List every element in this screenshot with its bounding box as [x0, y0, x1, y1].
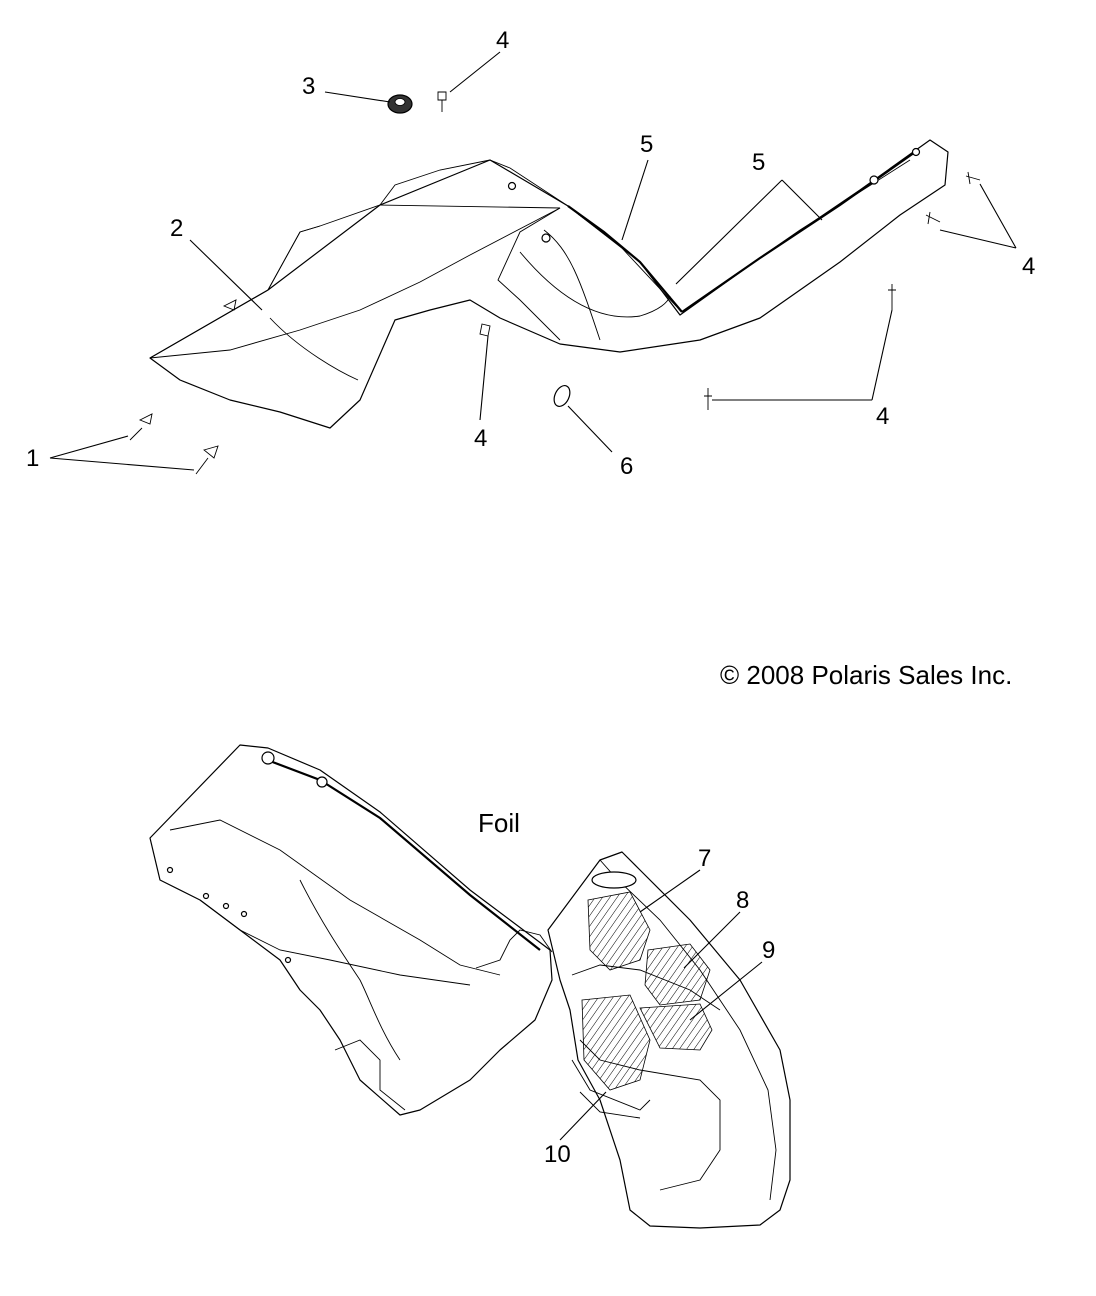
foil-9 [639, 1003, 713, 1051]
leader-lines-bottom [559, 869, 763, 1141]
callout-4-right: 4 [1022, 253, 1035, 280]
foil-7 [587, 891, 651, 971]
left-fender [149, 744, 553, 1116]
push-rivet [129, 91, 981, 475]
leader-lines-top [49, 51, 1017, 471]
foil-8 [644, 943, 711, 1006]
callout-7: 7 [698, 845, 711, 872]
callout-8: 8 [736, 887, 749, 914]
callout-4-bottom-right: 4 [876, 403, 889, 430]
callout-5-left: 5 [640, 131, 653, 158]
callout-4-top: 4 [496, 27, 509, 54]
grommet [553, 385, 571, 407]
nut [387, 94, 413, 114]
callout-6: 6 [620, 453, 633, 480]
copyright-notice: © 2008 Polaris Sales Inc. [720, 660, 1013, 690]
fender-shell [149, 139, 949, 429]
callout-4-center: 4 [474, 425, 487, 452]
callout-1: 1 [26, 445, 39, 472]
callout-10: 10 [544, 1141, 571, 1168]
foil-label: Foil [478, 808, 520, 838]
foil-10 [581, 994, 651, 1091]
callout-3: 3 [302, 73, 315, 100]
callout-9: 9 [762, 937, 775, 964]
callout-2: 2 [170, 215, 183, 242]
callout-5-right: 5 [752, 149, 765, 176]
foil-assembly [149, 744, 791, 1229]
callout-labels: 1 2 3 4 4 4 4 5 5 6 7 8 9 10 [26, 27, 1035, 1168]
rail-trim-front [567, 205, 683, 313]
upper-fender-assembly [129, 91, 981, 475]
